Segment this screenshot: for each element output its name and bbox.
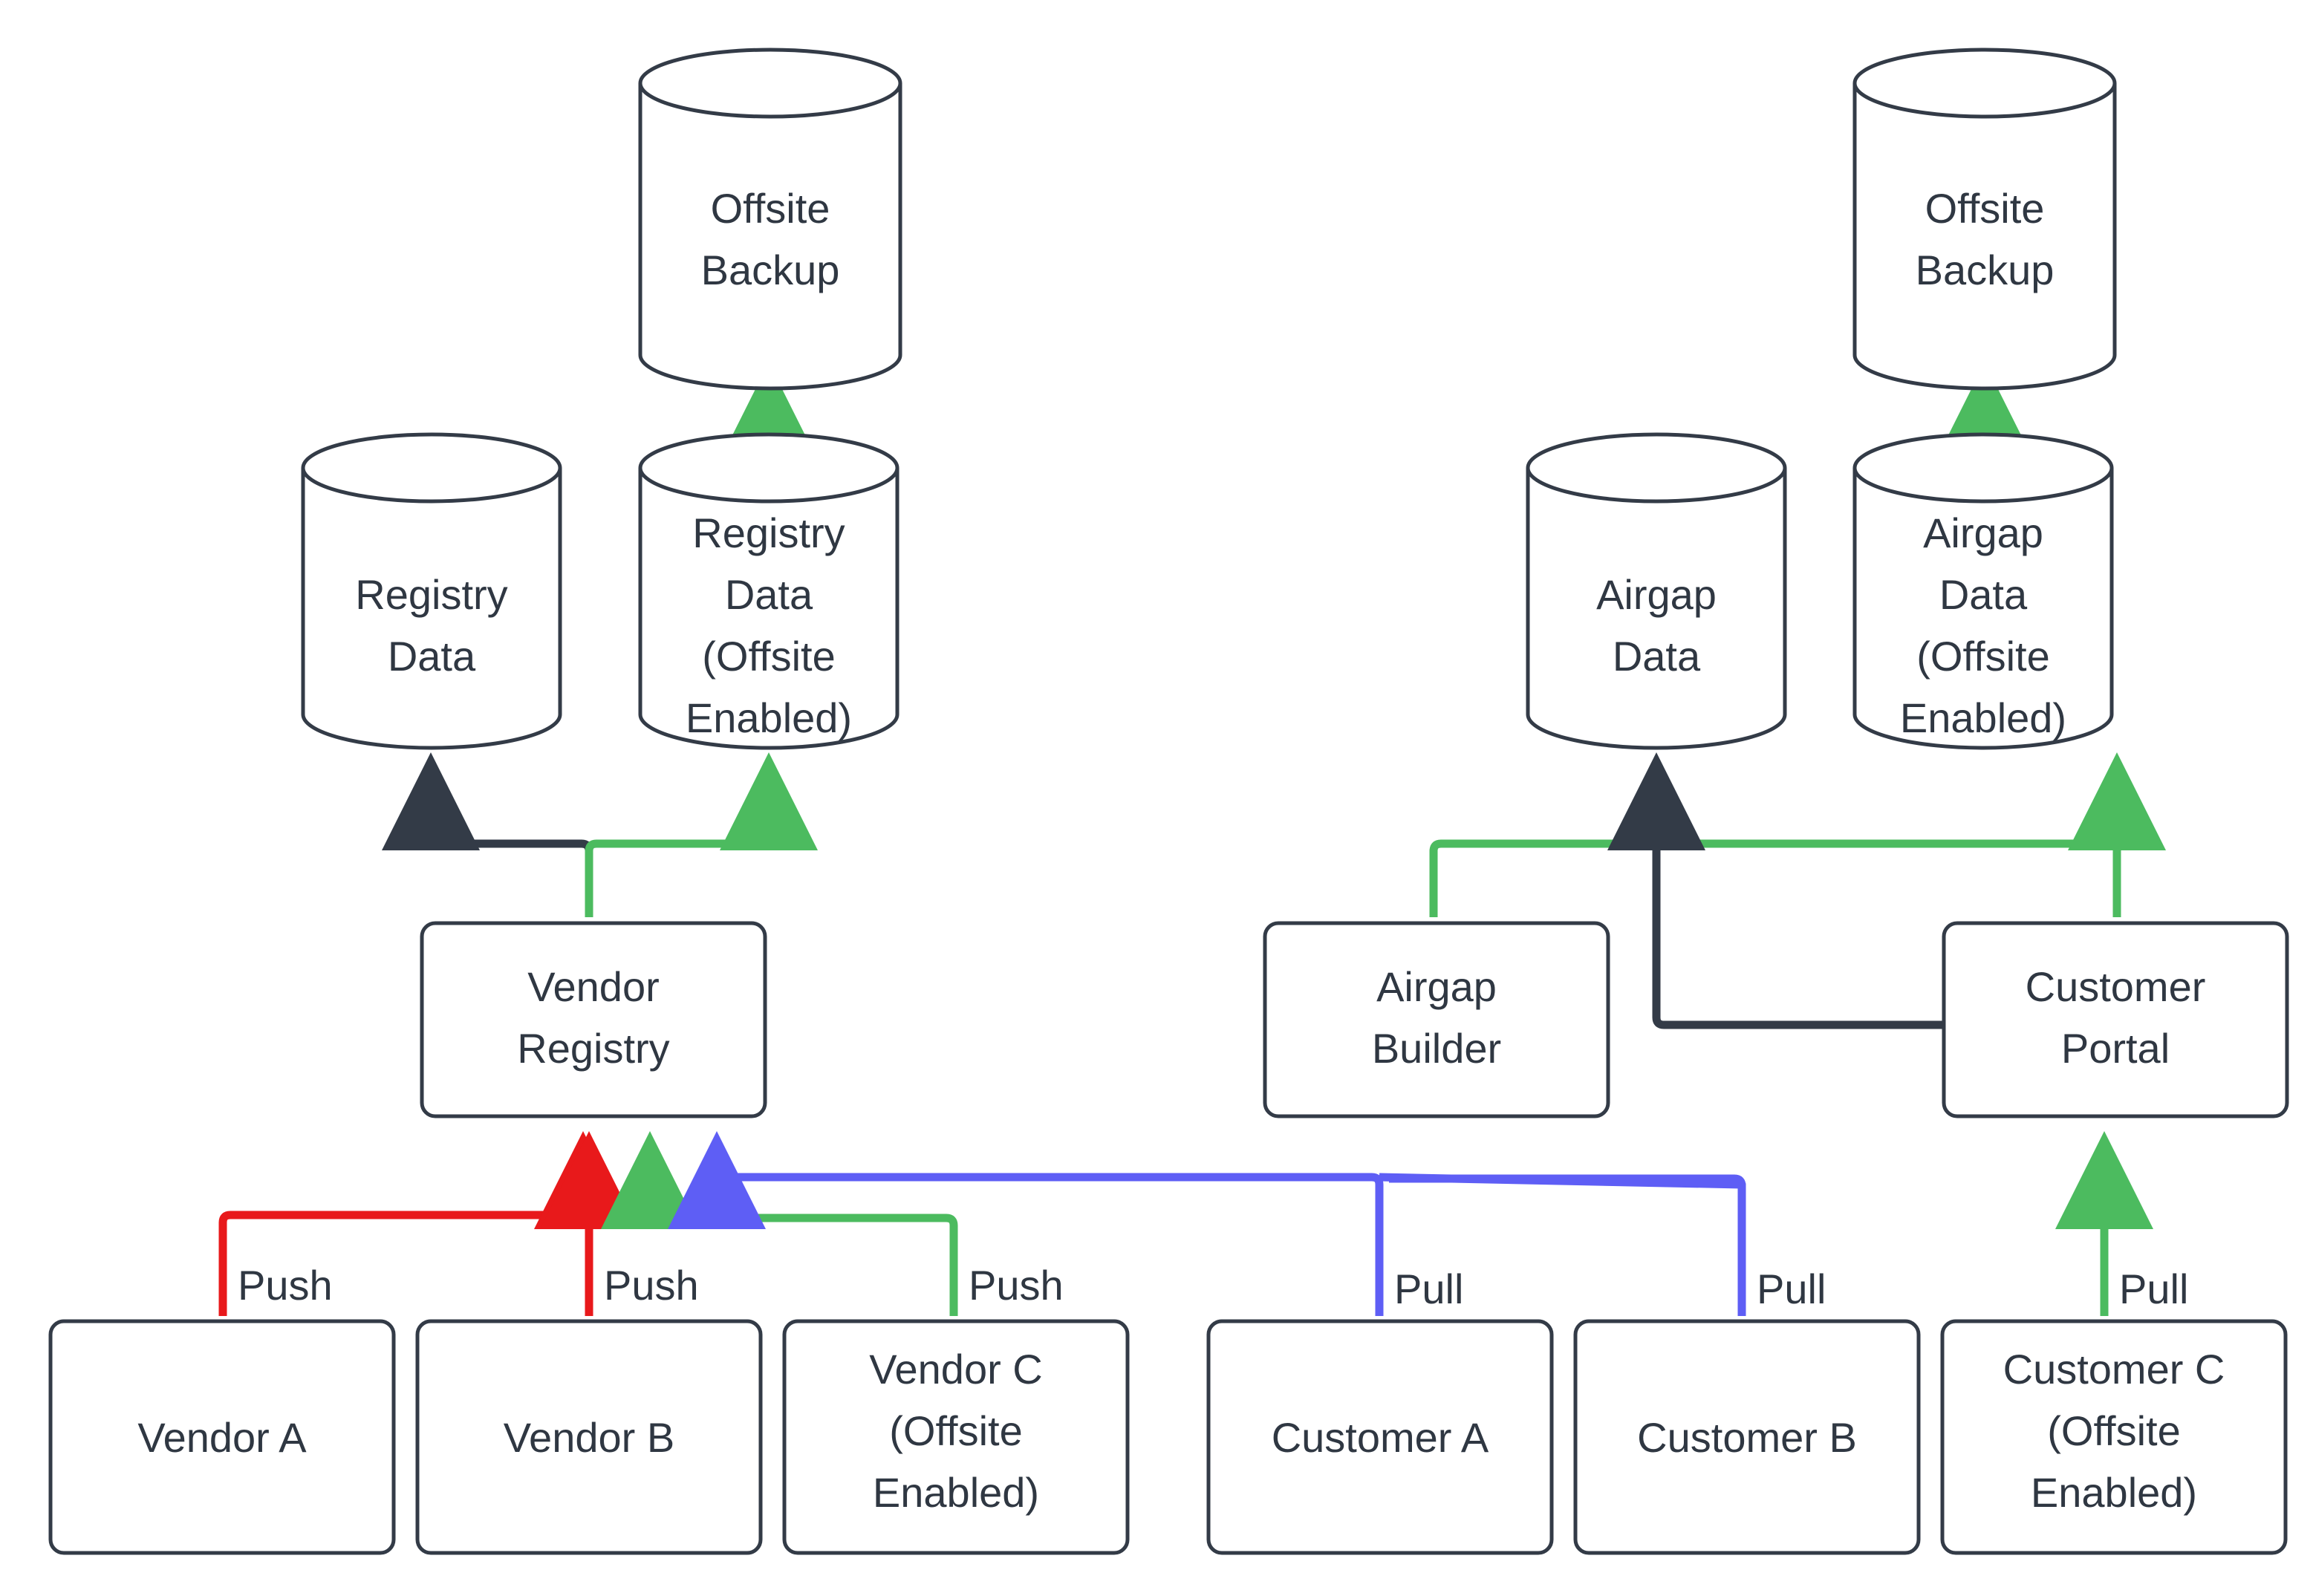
node-registry-data[interactable]: Registry Data bbox=[301, 432, 562, 750]
registry-data-offsite-label-1: Registry bbox=[692, 509, 845, 556]
airgap-data-offsite-label-3: (Offsite bbox=[1916, 633, 2049, 680]
edge-customer-portal-to-airgap-data bbox=[1607, 752, 1944, 1029]
node-offsite-backup-left[interactable]: Offsite Backup bbox=[638, 48, 902, 391]
edge-vendor-c-to-vendor-registry bbox=[601, 1131, 958, 1316]
node-vendor-a[interactable]: Vendor A bbox=[48, 1319, 396, 1555]
customer-c-label-2: (Offsite bbox=[2047, 1407, 2180, 1454]
node-vendor-registry[interactable]: Vendor Registry bbox=[420, 921, 767, 1118]
vendor-b-label-1: Vendor B bbox=[504, 1414, 674, 1461]
node-vendor-c[interactable]: Vendor C (Offsite Enabled) bbox=[782, 1319, 1130, 1555]
vendor-c-label-3: Enabled) bbox=[873, 1469, 1039, 1516]
offsite-backup-left-label-2: Backup bbox=[701, 247, 840, 293]
airgap-data-offsite-label-4: Enabled) bbox=[1900, 694, 2066, 741]
edge-label-pull-c: Pull bbox=[2119, 1266, 2188, 1312]
vendor-c-label-1: Vendor C bbox=[869, 1346, 1043, 1393]
edge-airgap-builder-to-airgap-data-offsite bbox=[1429, 752, 2166, 917]
edge-label-push-a: Push bbox=[238, 1262, 333, 1309]
airgap-data-offsite-label-1: Airgap bbox=[1923, 509, 2043, 556]
node-airgap-builder[interactable]: Airgap Builder bbox=[1263, 921, 1610, 1118]
edge-label-push-c: Push bbox=[969, 1262, 1064, 1309]
customer-c-label-3: Enabled) bbox=[2031, 1469, 2197, 1516]
vendor-c-label-2: (Offsite bbox=[889, 1407, 1022, 1454]
airgap-builder-label-2: Builder bbox=[1372, 1025, 1501, 1072]
vendor-registry-label-2: Registry bbox=[517, 1025, 669, 1072]
customer-portal-label-2: Portal bbox=[2061, 1025, 2170, 1072]
node-airgap-data[interactable]: Airgap Data bbox=[1526, 432, 1787, 750]
offsite-backup-right-label-1: Offsite bbox=[1925, 185, 2045, 232]
edge-vendor-a-to-vendor-registry bbox=[218, 1131, 632, 1316]
customer-b-label-1: Customer B bbox=[1637, 1414, 1857, 1461]
vendor-registry-label-1: Vendor bbox=[527, 963, 660, 1010]
registry-data-offsite-label-4: Enabled) bbox=[686, 694, 852, 741]
airgap-builder-label-1: Airgap bbox=[1376, 963, 1497, 1010]
node-airgap-data-offsite[interactable]: Airgap Data (Offsite Enabled) bbox=[1852, 432, 2114, 750]
node-customer-portal[interactable]: Customer Portal bbox=[1942, 921, 2289, 1118]
airgap-data-label-1: Airgap bbox=[1596, 571, 1717, 618]
registry-data-label-2: Data bbox=[388, 633, 476, 680]
node-customer-b[interactable]: Customer B bbox=[1573, 1319, 1921, 1555]
node-offsite-backup-right[interactable]: Offsite Backup bbox=[1852, 48, 2117, 391]
customer-a-label-1: Customer A bbox=[1272, 1414, 1489, 1461]
edge-label-pull-a: Pull bbox=[1394, 1266, 1463, 1312]
airgap-data-offsite-label-2: Data bbox=[1939, 571, 2028, 618]
registry-data-offsite-label-3: (Offsite bbox=[702, 633, 835, 680]
registry-data-label-1: Registry bbox=[355, 571, 507, 618]
customer-portal-label-1: Customer bbox=[2026, 963, 2206, 1010]
node-registry-data-offsite[interactable]: Registry Data (Offsite Enabled) bbox=[638, 432, 900, 750]
customer-c-label-1: Customer C bbox=[2003, 1346, 2225, 1393]
registry-data-offsite-label-2: Data bbox=[725, 571, 813, 618]
edge-label-pull-b: Pull bbox=[1757, 1266, 1826, 1312]
edge-vendor-registry-to-registry-data bbox=[382, 752, 593, 917]
vendor-a-label-1: Vendor A bbox=[137, 1414, 307, 1461]
offsite-backup-left-label-1: Offsite bbox=[711, 185, 830, 232]
edge-vendor-registry-to-registry-data-offsite bbox=[585, 752, 818, 917]
offsite-backup-right-label-2: Backup bbox=[1916, 247, 2055, 293]
node-customer-a[interactable]: Customer A bbox=[1206, 1319, 1554, 1555]
edge-customer-b-segment bbox=[1389, 1174, 1746, 1316]
node-vendor-b[interactable]: Vendor B bbox=[415, 1319, 763, 1555]
node-customer-c[interactable]: Customer C (Offsite Enabled) bbox=[1940, 1319, 2288, 1555]
edge-customer-a-to-vendor-registry bbox=[668, 1131, 1384, 1316]
edge-label-push-b: Push bbox=[604, 1262, 699, 1309]
airgap-data-label-2: Data bbox=[1613, 633, 1701, 680]
